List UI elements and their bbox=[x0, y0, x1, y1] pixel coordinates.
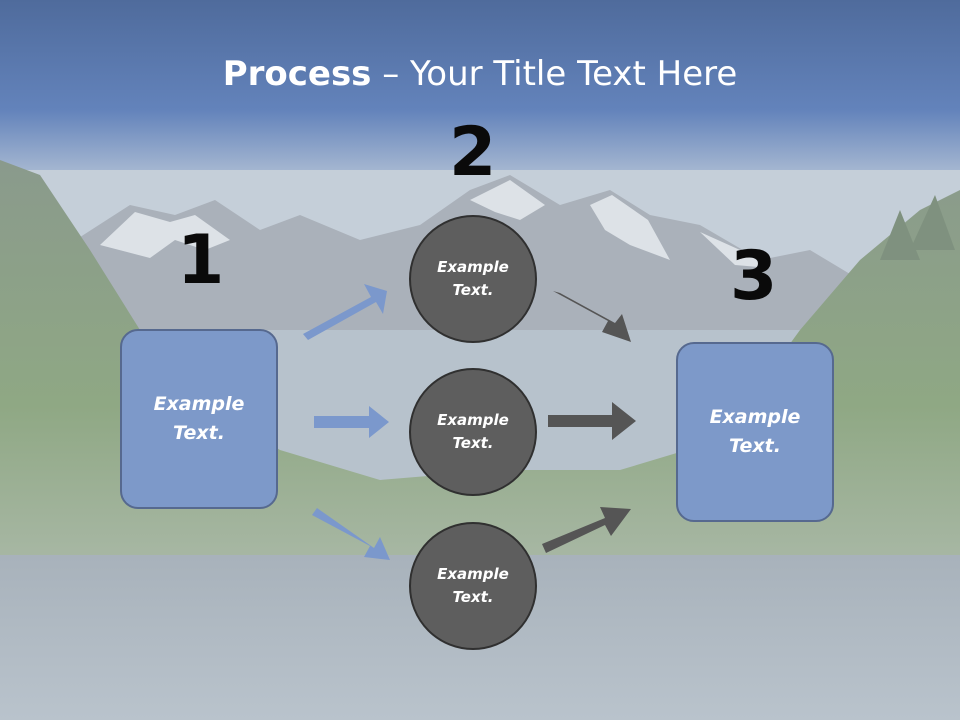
sky-band bbox=[0, 0, 960, 200]
arrow-left-to-middle bbox=[314, 406, 389, 438]
circle-middle[interactable]: Example Text. bbox=[409, 368, 537, 496]
circle-bottom[interactable]: Example Text. bbox=[409, 522, 537, 650]
circle-middle-text: Example Text. bbox=[437, 411, 509, 452]
left-process-box[interactable]: Example Text. bbox=[120, 329, 278, 509]
circle-bottom-text: Example Text. bbox=[437, 565, 509, 606]
arrow-bottom-to-right bbox=[542, 507, 631, 553]
arrow-left-to-bottom bbox=[312, 508, 390, 560]
title-bold: Process bbox=[222, 54, 372, 94]
pine-trees bbox=[880, 195, 955, 260]
step-number-3: 3 bbox=[730, 237, 778, 316]
slide-title: Process – Your Title Text Here bbox=[0, 52, 960, 96]
title-rest: – Your Title Text Here bbox=[371, 54, 738, 94]
arrow-left-to-top bbox=[303, 284, 387, 340]
right-process-box[interactable]: Example Text. bbox=[676, 342, 834, 522]
step-number-2: 2 bbox=[449, 113, 497, 192]
arrow-top-to-right bbox=[553, 291, 631, 342]
arrow-middle-to-right bbox=[548, 402, 636, 440]
circle-top[interactable]: Example Text. bbox=[409, 215, 537, 343]
circle-top-text: Example Text. bbox=[437, 258, 509, 299]
step-number-1: 1 bbox=[177, 221, 225, 300]
snow-caps bbox=[100, 180, 770, 268]
right-box-text: Example Text. bbox=[709, 406, 801, 457]
left-box-text: Example Text. bbox=[153, 393, 245, 444]
